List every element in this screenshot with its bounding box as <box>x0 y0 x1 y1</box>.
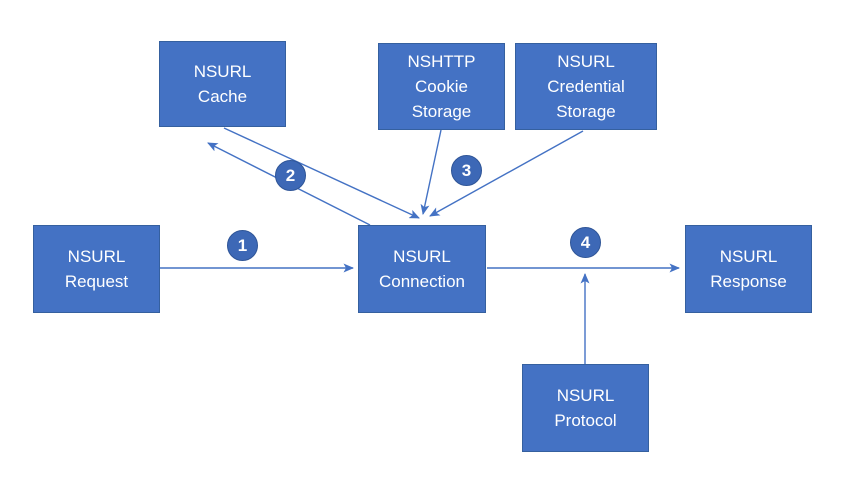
node-nsurl-request: NSURL Request <box>33 225 160 313</box>
node-nsurl-connection-label: NSURL Connection <box>378 247 465 291</box>
node-nsurl-protocol-label: NSURL Protocol <box>554 386 617 430</box>
step-badge-1-label: 1 <box>237 235 248 255</box>
node-nsurl-credential-storage-label: NSURL Credential Storage <box>547 52 625 121</box>
node-nshttp-cookie-storage: NSHTTP Cookie Storage <box>378 43 505 130</box>
step-badge-2: 2 <box>275 160 306 191</box>
node-nshttp-cookie-storage-label: NSHTTP Cookie Storage <box>407 52 476 121</box>
node-nsurl-protocol: NSURL Protocol <box>522 364 649 452</box>
step-badge-1: 1 <box>227 230 258 261</box>
node-nsurl-cache: NSURL Cache <box>159 41 286 127</box>
arrow-cache-to-connection <box>223 127 420 219</box>
arrow-credential-storage-to-connection <box>429 130 584 217</box>
node-nsurl-credential-storage: NSURL Credential Storage <box>515 43 657 130</box>
node-nsurl-response: NSURL Response <box>685 225 812 313</box>
step-badge-4-label: 4 <box>580 232 591 252</box>
node-nsurl-request-label: NSURL Request <box>64 247 129 291</box>
step-badge-2-label: 2 <box>285 165 296 185</box>
arrow-cookie-storage-to-connection <box>420 129 442 215</box>
step-badge-4: 4 <box>570 227 601 258</box>
node-nsurl-cache-label: NSURL Cache <box>193 62 252 106</box>
node-nsurl-response-label: NSURL Response <box>710 247 787 291</box>
step-badge-3: 3 <box>451 155 482 186</box>
node-nsurl-connection: NSURL Connection <box>358 225 486 313</box>
step-badge-3-label: 3 <box>461 160 472 180</box>
